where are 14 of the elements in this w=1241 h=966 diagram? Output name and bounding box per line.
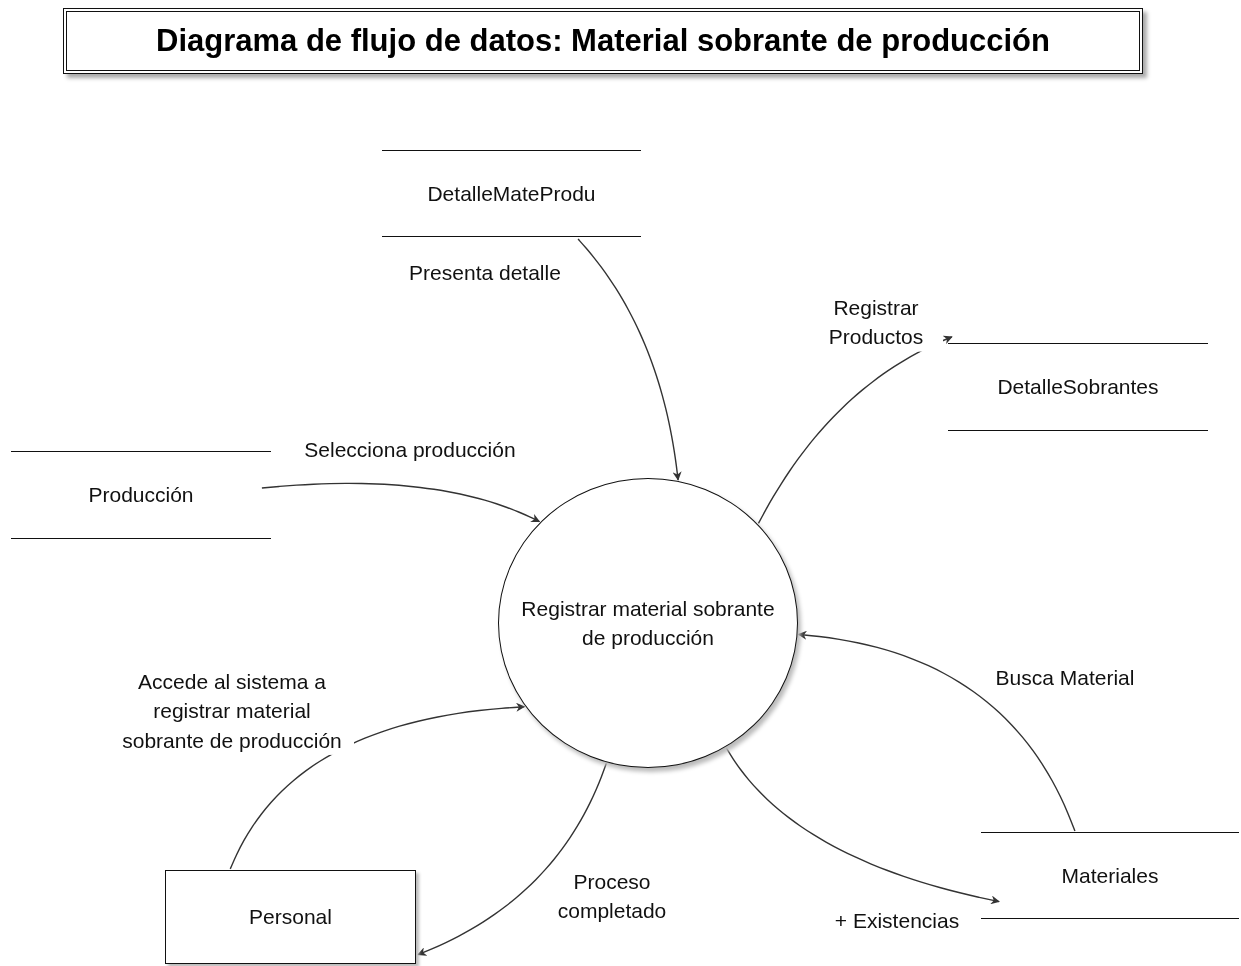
- flow-arrow: [757, 335, 953, 525]
- flow-arrow: [417, 762, 608, 956]
- flow-arrow: [725, 747, 1000, 905]
- flow-arrow: [797, 630, 1076, 832]
- process-circle: Registrar material sobrante de producción: [498, 478, 798, 768]
- data-store: Producción: [11, 451, 271, 539]
- data-store: DetalleSobrantes: [948, 343, 1208, 431]
- flow-arrow: [577, 238, 682, 481]
- data-store: Materiales: [981, 832, 1239, 919]
- data-store: DetalleMateProdu: [382, 150, 641, 237]
- external-entity-box: Personal: [165, 870, 416, 964]
- title-banner: Diagrama de flujo de datos: Material sobrante de producción: [63, 8, 1143, 74]
- flow-arrow: [261, 482, 541, 523]
- flow-arrow: [229, 702, 526, 870]
